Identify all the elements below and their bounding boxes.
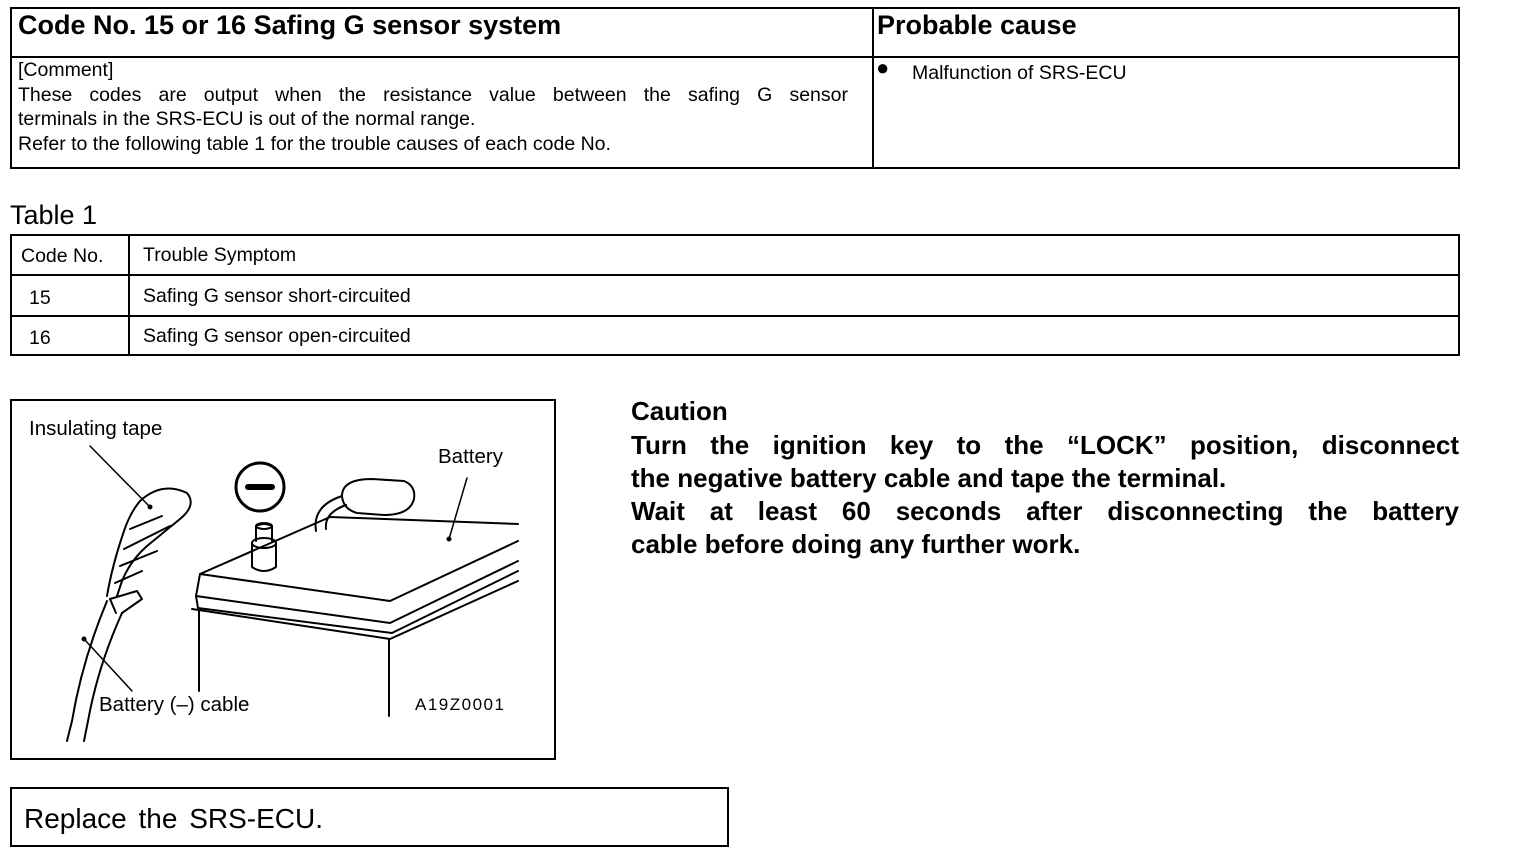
table-row-divider <box>12 274 1458 276</box>
table-cell-symptom: Safing G sensor open-circuited <box>143 325 411 347</box>
figure-code: A19Z0001 <box>415 695 506 714</box>
table-header-symptom: Trouble Symptom <box>143 244 297 266</box>
battery-illustration: Insulating tape Battery Battery (–) cabl… <box>10 399 556 760</box>
battery-label: Battery <box>438 445 503 468</box>
caution-title: Caution <box>631 396 728 426</box>
caution-line: cable before doing any further work. <box>631 529 1081 559</box>
action-text: Replace the SRS-ECU. <box>24 803 324 834</box>
table-column-divider <box>128 236 130 354</box>
caution-line: Turn the ignition key to the “LOCK” posi… <box>631 430 1459 460</box>
trouble-symptom-table: Code No. Trouble Symptom 15 Safing G sen… <box>10 234 1460 356</box>
probable-cause-title: Probable cause <box>877 10 1077 40</box>
table-cell-code: 15 <box>29 287 51 309</box>
code-title: Code No. 15 or 16 Safing G sensor system <box>18 10 562 40</box>
action-box <box>10 787 729 847</box>
comment-line: terminals in the SRS-ECU is out of the n… <box>18 108 476 130</box>
table-cell-symptom: Safing G sensor short-circuited <box>143 285 411 307</box>
comment-line: Refer to the following table 1 for the t… <box>18 132 611 155</box>
bullet-icon: ● <box>876 55 890 80</box>
header-column-divider <box>872 9 874 167</box>
caution-line: the negative battery cable and tape the … <box>631 463 1227 493</box>
comment-line: These codes are output when the resistan… <box>18 83 848 106</box>
insulating-tape-label: Insulating tape <box>29 417 163 440</box>
battery-drawing <box>66 445 519 742</box>
probable-cause-item: Malfunction of SRS-ECU <box>912 62 1127 84</box>
table-row-divider <box>12 315 1458 317</box>
comment-block: [Comment] These codes are output when th… <box>18 58 848 156</box>
code-header-table <box>10 7 1460 169</box>
battery-cable-label: Battery (–) cable <box>99 693 250 716</box>
table-cell-code: 16 <box>29 327 51 349</box>
header-row-divider <box>12 56 1458 58</box>
table-caption: Table 1 <box>10 200 98 230</box>
caution-text: Turn the ignition key to the “LOCK” posi… <box>631 429 1459 561</box>
comment-label: [Comment] <box>18 59 114 81</box>
table-header-code: Code No. <box>21 245 104 267</box>
caution-line: Wait at least 60 seconds after disconnec… <box>631 496 1459 526</box>
